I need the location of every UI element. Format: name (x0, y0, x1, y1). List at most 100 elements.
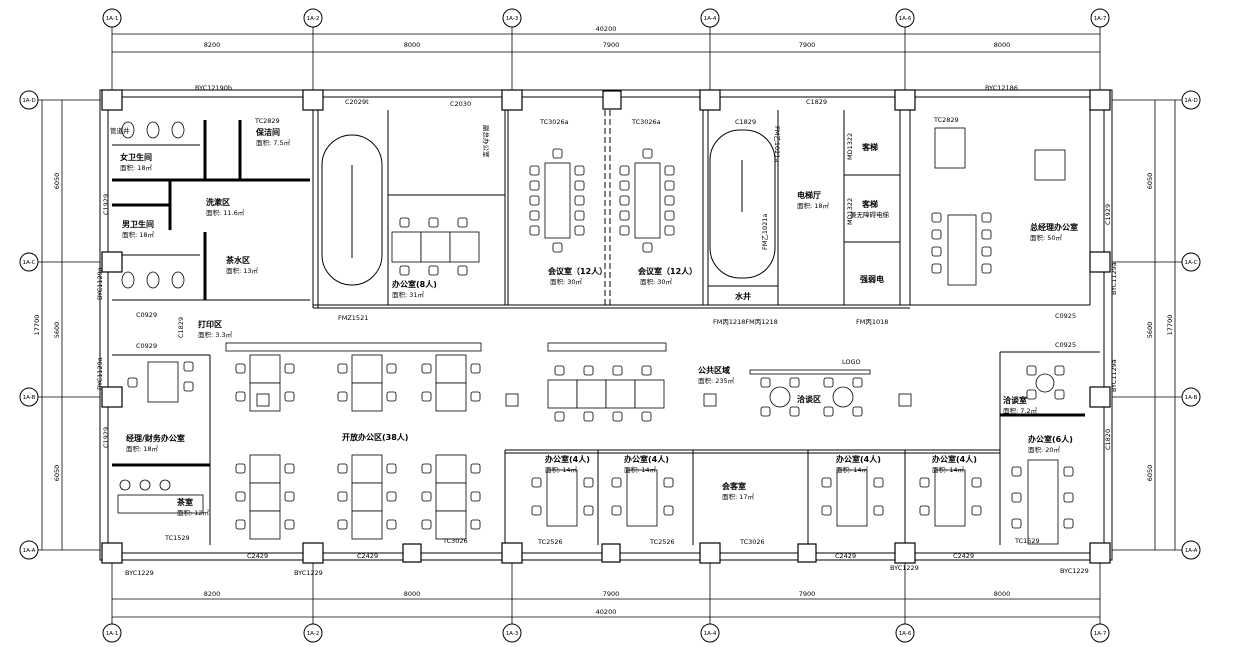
room-name-reception: 会客室 (722, 481, 746, 491)
window-tag: BYC12190b (195, 84, 232, 92)
room-name-elec: 强弱电 (860, 274, 884, 284)
chair (852, 406, 863, 417)
svg-text:1A-2: 1A-2 (307, 16, 320, 22)
chair (641, 411, 652, 422)
stair-east (709, 129, 776, 279)
window-tag: BYC1129a (96, 267, 104, 300)
axis-bubble: 1A-6 (895, 8, 915, 28)
chair (619, 165, 630, 176)
svg-text:1A-C: 1A-C (1185, 260, 1198, 266)
chair (583, 477, 594, 488)
window-tag: TC2526 (537, 538, 563, 546)
chair (981, 229, 992, 240)
dim-span: 8000 (404, 41, 421, 49)
chair (1026, 389, 1037, 400)
chair (421, 463, 432, 474)
chair (1063, 518, 1074, 529)
toilet (146, 121, 160, 139)
room-name-lift-lobby: 电梯厅 (797, 190, 821, 200)
desk (626, 469, 658, 527)
axis-bubble: 1A-3 (502, 623, 522, 643)
chair (421, 519, 432, 530)
window-tag: C1820 (1104, 429, 1112, 450)
column (1089, 542, 1111, 564)
desk (1027, 459, 1059, 545)
chair (284, 463, 295, 474)
room-name-womens-wc: 女卫生间 (120, 152, 152, 162)
chair (619, 225, 630, 236)
chair (612, 365, 623, 376)
toilet (146, 271, 160, 289)
column (894, 89, 916, 111)
chair (664, 225, 675, 236)
svg-text:1A-4: 1A-4 (704, 16, 717, 22)
opening-tags: BYC12190b C2029t C2030 TC3026a TC3026a C… (96, 84, 1118, 577)
chair (529, 195, 540, 206)
axis-bubble: 1A-B (19, 387, 39, 407)
chair (552, 242, 563, 253)
chair (981, 263, 992, 274)
dim-span: 6050 (53, 173, 61, 190)
window-tag: C1829 (806, 98, 827, 106)
window-tag: TC3026 (442, 537, 468, 545)
chair (457, 217, 468, 228)
room-area: 面积: 3.3㎡ (198, 330, 233, 339)
door-tag: FM乙1021a (773, 126, 781, 162)
chair (641, 365, 652, 376)
chair (760, 377, 771, 388)
column (302, 542, 324, 564)
window-tag: TC2829 (254, 117, 280, 125)
room-area: 面积: 7.2㎡ (1003, 406, 1038, 415)
room-name-lift-1: 客梯 (861, 142, 878, 152)
chair (554, 365, 565, 376)
chair (789, 406, 800, 417)
chair (470, 491, 481, 502)
column (699, 542, 721, 564)
chair (574, 210, 585, 221)
window-tag: C1829 (177, 317, 185, 338)
desk (351, 510, 383, 540)
chair (619, 180, 630, 191)
svg-text:1A-A: 1A-A (1185, 548, 1198, 554)
room-area: 面积: 30㎡ (640, 277, 673, 286)
door-tag: FMZ1521 (338, 314, 368, 322)
room-name-public: 公共区域 (698, 365, 730, 375)
window-tag: BYC1229 (125, 569, 154, 577)
dim-span: 6050 (1146, 173, 1154, 190)
room-area: 面积: 12㎡ (177, 508, 210, 517)
svg-text:1A-7: 1A-7 (1094, 631, 1107, 637)
chair (931, 212, 942, 223)
room-name-office4: 办公室(4人) (624, 454, 669, 464)
window-tag: C2429 (357, 552, 378, 560)
window-tag: C2429 (953, 552, 974, 560)
column (402, 543, 422, 563)
dim-span: 6050 (53, 465, 61, 482)
chair (127, 377, 138, 388)
chair (981, 246, 992, 257)
column (1089, 89, 1111, 111)
dim-span: 8200 (204, 41, 221, 49)
axis-bubble: 1A-A (1181, 540, 1201, 560)
window-tag: BYC1229 (1060, 567, 1089, 575)
chair (337, 363, 348, 374)
room-name-office4: 办公室(4人) (545, 454, 590, 464)
column (699, 89, 721, 111)
window-tag: C1829 (735, 118, 756, 126)
column (256, 393, 270, 407)
desk (249, 454, 281, 484)
chair (663, 505, 674, 516)
desk (351, 454, 383, 484)
desk (435, 382, 467, 412)
chair (971, 505, 982, 516)
room-area: 面积: 235㎡ (698, 376, 735, 385)
door-tag: FM丙1018 (856, 318, 888, 326)
axis-bubble: 1A-C (19, 252, 39, 272)
chair (470, 463, 481, 474)
room-name-lounge: 洽谈区 (797, 394, 821, 404)
chair (284, 491, 295, 502)
chair (1011, 492, 1022, 503)
round-table (1035, 373, 1055, 393)
window-tag: C0925 (1055, 312, 1076, 320)
chair (919, 505, 930, 516)
room-area: 面积: 7.5㎡ (256, 138, 291, 147)
